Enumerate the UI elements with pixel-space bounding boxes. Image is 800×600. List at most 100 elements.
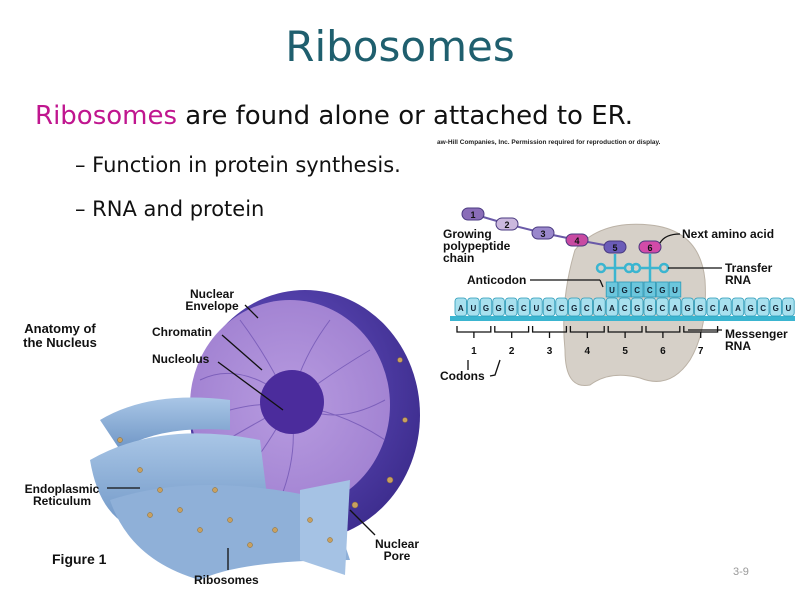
label-messenger-rna: Messenger RNA: [725, 327, 788, 353]
label-transfer-rna: Transfer RNA: [725, 261, 773, 287]
mrna-base-letter: A: [597, 304, 603, 313]
amino-acid-4: 4: [565, 233, 589, 247]
growing-chain-text: Growing polypeptide chain: [443, 227, 511, 265]
slide-title: Ribosomes: [285, 22, 515, 71]
mrna-base-letter: G: [773, 304, 779, 313]
nucleolus-shape: [260, 370, 324, 434]
codon-bracket: [683, 326, 719, 338]
amino-acid-number: 3: [540, 229, 545, 239]
amino-acid-number: 6: [647, 243, 652, 253]
mrna-base: [479, 297, 493, 317]
mrna-base: [593, 297, 606, 317]
mrna-base: [656, 297, 669, 317]
anticodon-base: [605, 281, 619, 298]
anticodon-base: [618, 281, 631, 298]
mrna-base: [631, 297, 644, 317]
mrna-base: [618, 297, 631, 317]
mrna-base-letter: C: [660, 304, 666, 313]
mrna-base: [706, 297, 720, 317]
codon-number: 2: [509, 346, 515, 357]
amino-acid-number: 2: [504, 220, 509, 230]
anticodon-letter: U: [609, 286, 615, 295]
mrna-base-letter: A: [458, 304, 464, 313]
anticodon-base: [643, 281, 657, 298]
mrna-base: [731, 297, 745, 317]
amino-acid-6: 6: [638, 240, 662, 254]
mrna-base-letter: G: [647, 304, 653, 313]
anticodon-letter: C: [634, 286, 640, 295]
mrna-base-letter: C: [521, 304, 527, 313]
codon-number: 4: [585, 346, 591, 357]
amino-acid-2: 2: [495, 217, 519, 231]
codon-bracket: [456, 326, 492, 338]
mrna-base-letter: U: [471, 304, 477, 313]
mrna-base-letter: U: [786, 304, 792, 313]
mrna-base: [454, 297, 468, 317]
label-ribosomes: Ribosomes: [194, 573, 259, 587]
mrna-base-letter: U: [534, 304, 540, 313]
bullet-text: are found alone or attached to ER.: [177, 101, 634, 131]
codon-number: 7: [698, 346, 704, 357]
mrna-base: [492, 297, 505, 317]
label-chromatin: Chromatin: [152, 325, 212, 339]
mrna-base: [769, 297, 783, 317]
mrna-base: [530, 297, 543, 317]
amino-acid-5: 5: [603, 240, 627, 254]
label-nuclear-pore: Nuclear Pore: [374, 537, 420, 563]
slide-number: 3-9: [733, 566, 749, 578]
amino-acid-1: 1: [461, 207, 485, 221]
label-codons: Codons: [440, 369, 485, 383]
figure-caption: Figure 1: [52, 551, 107, 567]
anticodon-letter: G: [621, 286, 627, 295]
mrna-base-letter: C: [559, 304, 565, 313]
anticodon-letter: G: [659, 286, 665, 295]
mrna-base-letter: G: [483, 304, 489, 313]
main-bullet: Ribosomes are found alone or attached to…: [35, 101, 633, 131]
amino-acid-number: 5: [612, 243, 617, 253]
anticodon-base: [656, 281, 669, 298]
label-nuclear-envelope: Nuclear Envelope: [185, 287, 239, 313]
label-endoplasmic-reticulum: Endoplasmic Reticulum: [24, 482, 100, 508]
codon-bracket: [607, 326, 643, 338]
amino-acid-3: 3: [531, 226, 555, 240]
mrna-base-letter: G: [747, 304, 753, 313]
mrna-base: [744, 297, 757, 317]
mrna-base: [542, 297, 556, 317]
mrna-base: [504, 297, 518, 317]
mrna-base-letter: C: [622, 304, 628, 313]
mrna-base: [757, 297, 770, 317]
mrna-base-letter: G: [571, 304, 577, 313]
codon-bracket: [645, 326, 681, 338]
mrna-base: [580, 297, 594, 317]
anticodon-base: [668, 281, 682, 298]
mrna-base-letter: C: [710, 304, 716, 313]
mrna-base: [517, 297, 531, 317]
mrna-base: [605, 297, 619, 317]
anticodon-base: [631, 281, 644, 298]
mrna-base-letter: G: [508, 304, 514, 313]
mrna-base: [555, 297, 568, 317]
mrna-base-letter: A: [609, 304, 615, 313]
copyright-credit: aw-Hill Companies, Inc. Permission requi…: [437, 139, 661, 146]
amino-acid-number: 4: [574, 236, 579, 246]
codon-number: 3: [547, 346, 553, 357]
mrna-base-letter: C: [584, 304, 590, 313]
codon-number: 5: [622, 346, 628, 357]
mrna-base: [568, 297, 581, 317]
mrna-base-letter: A: [723, 304, 729, 313]
codon-bracket: [569, 326, 605, 338]
mrna-base-letter: G: [697, 304, 703, 313]
label-anticodon: Anticodon: [467, 273, 527, 287]
anticodon-letter: C: [647, 286, 653, 295]
mrna-base-letter: A: [672, 304, 678, 313]
mrna-base-letter: G: [634, 304, 640, 313]
codon-bracket: [531, 326, 568, 338]
mrna-base: [782, 297, 795, 317]
bullet-highlight: Ribosomes: [35, 101, 178, 131]
mrna-base-letter: C: [546, 304, 552, 313]
mrna-base: [668, 297, 682, 317]
codon-bracket: [494, 326, 530, 338]
